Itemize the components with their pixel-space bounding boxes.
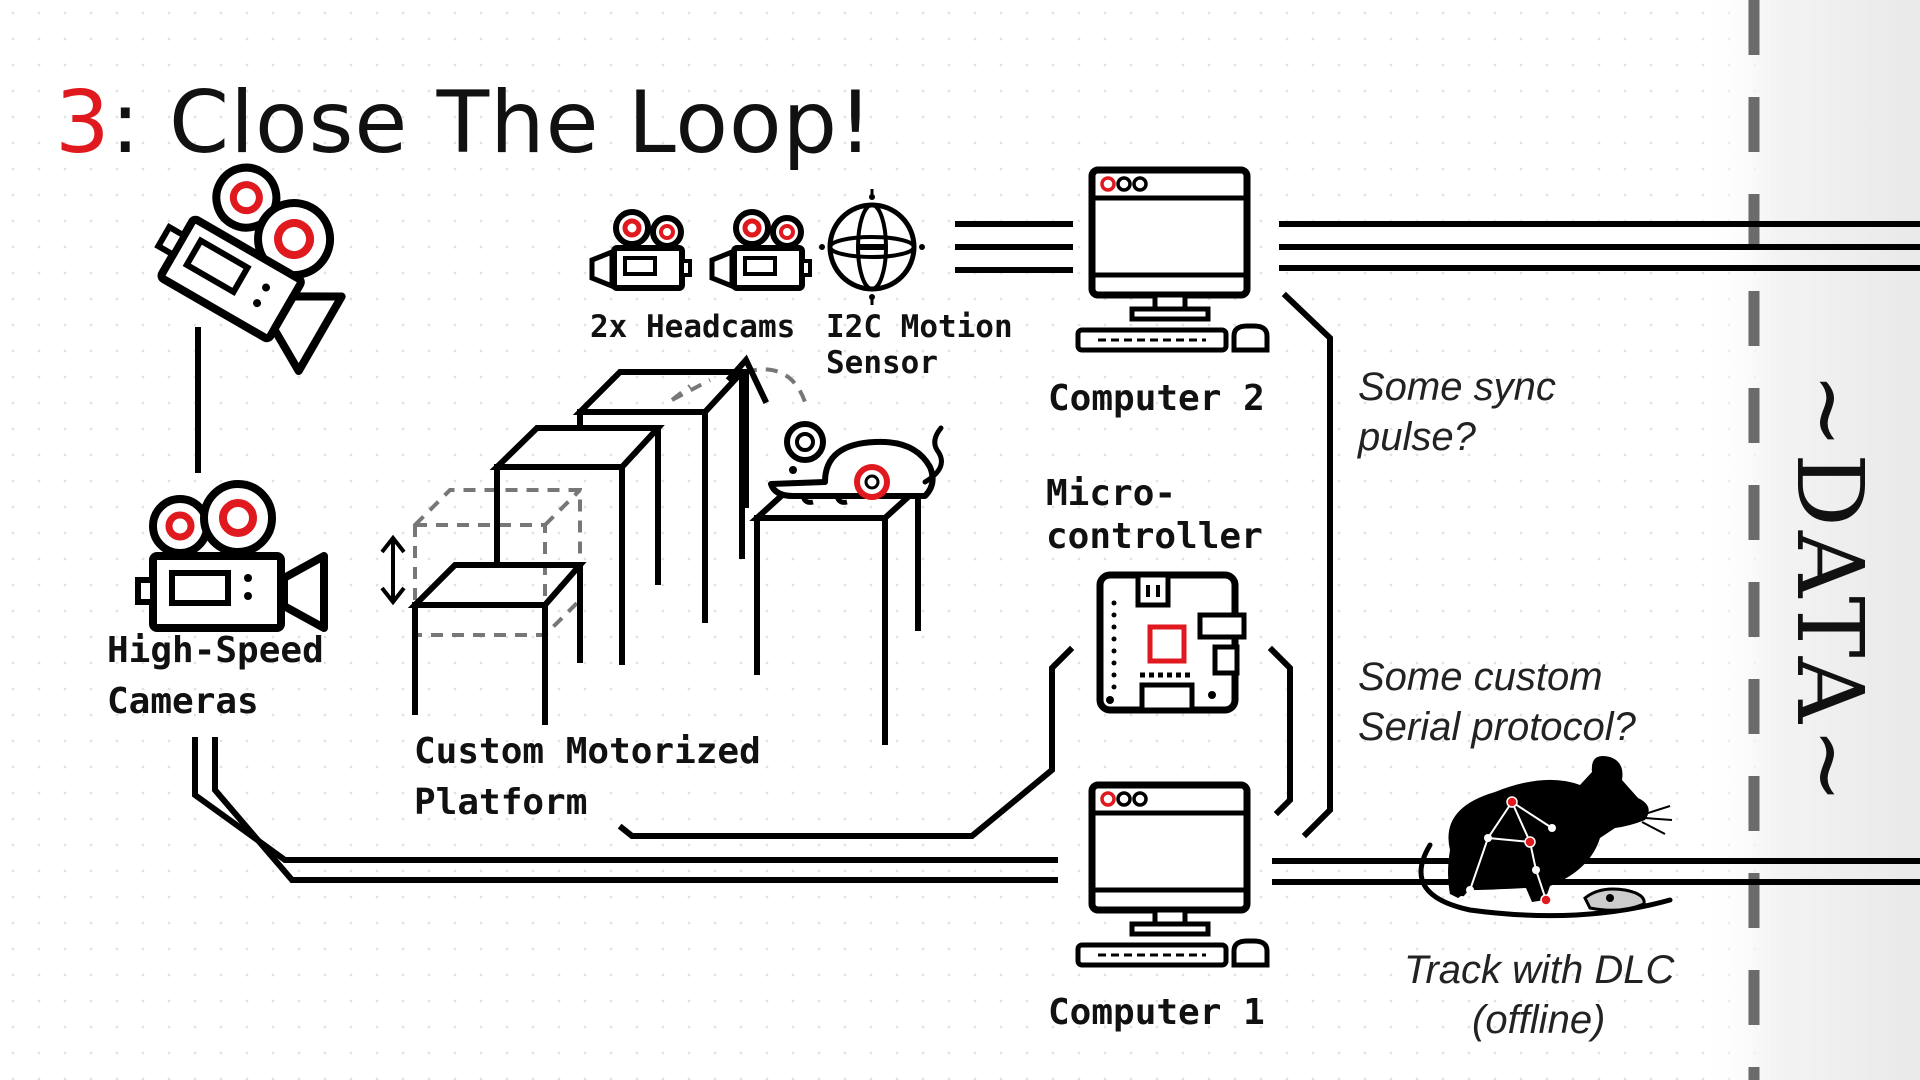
platform-label-line1: Custom Motorized xyxy=(414,731,761,772)
data-label: ~DATA~ xyxy=(1776,372,1883,808)
data-panel xyxy=(1700,0,1920,1080)
microcontroller-icon xyxy=(1096,571,1247,714)
platform-label-line2: Platform xyxy=(414,782,587,823)
serial-note-line2: Serial protocol? xyxy=(1358,705,1637,749)
computer-icon xyxy=(1075,166,1270,353)
high-speed-cameras-label-line1: High-Speed xyxy=(107,630,324,671)
sync-note-line1: Some sync xyxy=(1358,365,1556,409)
microcontroller-label-line2: controller xyxy=(1046,516,1263,557)
video-camera-icon xyxy=(709,209,812,291)
platform-icon xyxy=(380,354,926,745)
sync-note-line2: pulse? xyxy=(1357,415,1477,459)
motion-sensor-label-line1: I2C Motion xyxy=(826,309,1013,345)
computer-2-label: Computer 2 xyxy=(1048,378,1265,419)
microcontroller-label-line1: Micro- xyxy=(1046,473,1176,514)
computer-1-label: Computer 1 xyxy=(1048,992,1265,1033)
computer-icon xyxy=(1075,781,1270,968)
headcams-label: 2x Headcams xyxy=(590,309,795,345)
video-camera-icon xyxy=(154,163,346,376)
motion-sensor-icon xyxy=(819,189,925,305)
motion-sensor-label-line2: Sensor xyxy=(826,345,938,381)
connection-lines xyxy=(192,221,1920,885)
track-note-line1: Track with DLC xyxy=(1404,948,1676,992)
video-camera-icon xyxy=(589,209,692,291)
track-note-line2: (offline) xyxy=(1472,998,1605,1042)
title-text: : Close The Loop! xyxy=(111,73,874,173)
mouse-icon xyxy=(1418,756,1673,919)
serial-note-line1: Some custom xyxy=(1358,655,1603,699)
high-speed-cameras-label-line2: Cameras xyxy=(107,681,259,722)
video-camera-icon xyxy=(135,480,328,632)
title-number: 3 xyxy=(55,73,111,173)
page-title: 3: Close The Loop! xyxy=(55,73,874,173)
mouse-icon xyxy=(768,421,944,505)
